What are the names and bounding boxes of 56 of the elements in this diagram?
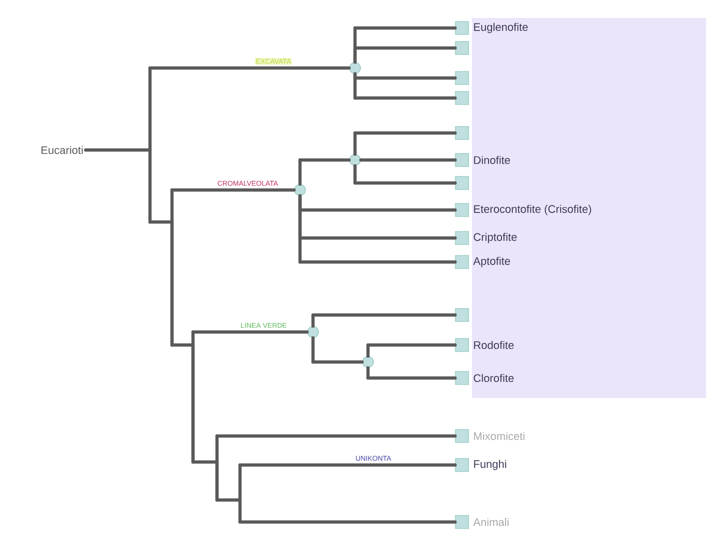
branch-line bbox=[298, 194, 302, 264]
branch-line bbox=[298, 260, 457, 264]
branch-line bbox=[238, 520, 457, 524]
taxon-label: Mixomiceti bbox=[474, 432, 524, 440]
branch-line bbox=[366, 343, 457, 347]
branch-line bbox=[170, 188, 296, 192]
taxon-label: Funghi bbox=[474, 460, 506, 470]
leaf-box bbox=[455, 41, 469, 55]
branch-line bbox=[311, 336, 315, 364]
taxon-label: Rodofite bbox=[474, 340, 514, 350]
junction-dot bbox=[349, 154, 361, 166]
branch-line bbox=[311, 313, 457, 317]
branch-line bbox=[366, 366, 370, 380]
leaf-box bbox=[455, 176, 469, 190]
junction-dot bbox=[349, 62, 361, 74]
branch-line bbox=[353, 164, 357, 185]
branch-line bbox=[353, 96, 457, 100]
branch-line bbox=[215, 434, 219, 502]
branch-line bbox=[170, 188, 174, 347]
branch-line bbox=[353, 26, 457, 30]
leaf-box bbox=[455, 91, 469, 105]
branch-line bbox=[148, 66, 152, 152]
branch-line bbox=[148, 66, 351, 70]
branch-line bbox=[311, 360, 364, 364]
leaf-box bbox=[455, 71, 469, 85]
junction-dot bbox=[362, 356, 374, 368]
taxon-label: Euglenofite bbox=[474, 22, 528, 34]
branch-line bbox=[311, 313, 315, 328]
branch-line bbox=[353, 46, 457, 50]
junction-dot bbox=[307, 326, 319, 338]
branch-line bbox=[238, 463, 242, 502]
branch-line bbox=[366, 343, 370, 358]
root-label: Eucarioti bbox=[42, 146, 83, 154]
branch-line bbox=[359, 158, 457, 162]
branch-line bbox=[191, 330, 309, 334]
leaf-box bbox=[455, 126, 469, 140]
branch-line bbox=[353, 181, 457, 185]
branch-line bbox=[215, 434, 457, 438]
branch-line bbox=[353, 46, 357, 64]
branch-line bbox=[366, 376, 457, 380]
taxon-label: Eterocontofite (Crisofite) bbox=[474, 204, 592, 216]
branch-line bbox=[298, 158, 351, 162]
taxon-label: Aptofite bbox=[473, 256, 510, 268]
branch-line bbox=[238, 498, 242, 524]
taxon-label: Clorofite bbox=[474, 374, 514, 382]
branch-line bbox=[298, 158, 302, 186]
taxon-label: Criptofite bbox=[474, 232, 517, 244]
leaf-box bbox=[455, 308, 469, 322]
branch-line bbox=[238, 463, 457, 467]
branch-line bbox=[148, 148, 152, 224]
junction-dot bbox=[294, 184, 306, 196]
branch-line bbox=[353, 131, 457, 135]
taxon-label: Dinofite bbox=[474, 156, 510, 164]
branch-line bbox=[353, 131, 357, 156]
taxon-label: Animali bbox=[473, 518, 509, 526]
branch-line bbox=[353, 72, 357, 100]
